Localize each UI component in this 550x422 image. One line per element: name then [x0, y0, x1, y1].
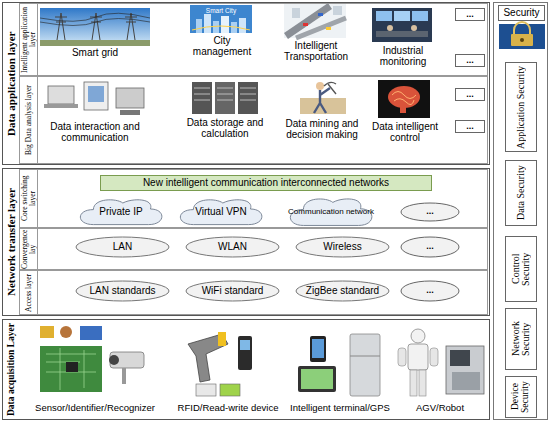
node-text: LAN — [75, 236, 170, 258]
vertical-label: Data acquisition Layer — [3, 320, 21, 419]
vertical-label: Network Security — [506, 309, 536, 369]
network-ellipse: WLAN — [185, 236, 280, 258]
lock-icon-part — [511, 34, 533, 46]
more-box: ... — [455, 88, 485, 101]
lock-icon-part — [514, 22, 530, 34]
security-column-frame — [494, 3, 548, 420]
network-cloud: Private IP — [75, 197, 167, 227]
network-cloud: Communication network — [285, 196, 377, 228]
ellipse-shape — [401, 237, 459, 257]
node-text: ... — [456, 55, 484, 66]
network-ellipse: WiFi standard — [185, 280, 280, 302]
ellipse-shape — [296, 281, 389, 301]
vertical-label: Device Security — [506, 377, 536, 417]
vertical-label: Data Security — [506, 161, 536, 225]
sublayer-band: LAN WLAN Wireless... Convergence lay — [19, 228, 488, 270]
more-box: ... — [455, 120, 485, 133]
node-text: LAN standards — [75, 280, 170, 302]
security-box: Control Security — [505, 236, 537, 302]
node-text: Wireless — [295, 236, 390, 258]
node-text: ... — [456, 9, 484, 20]
sublayer-band: New intelligent communication interconne… — [19, 169, 488, 228]
more-box: ... — [400, 202, 460, 222]
lock-icon — [499, 22, 545, 49]
security-box: Network Security — [505, 308, 537, 370]
sublayer-band: ...... Big Data analysis layer — [19, 76, 488, 164]
vertical-label: Network transfer layer — [3, 169, 21, 315]
node-text: ZigBee standard — [295, 280, 390, 302]
more-box: ... — [400, 280, 460, 302]
ellipse-shape — [401, 281, 459, 301]
node-text: Communication network — [285, 196, 377, 228]
network-ellipse: LAN standards — [75, 280, 170, 302]
ellipse-shape — [76, 281, 169, 301]
network-ellipse: ZigBee standard — [295, 280, 390, 302]
node-text: Security — [499, 6, 544, 20]
vertical-label: Application Security — [506, 63, 536, 151]
node-text: Private IP — [75, 197, 167, 227]
vertical-label: Intelligent application layer — [20, 4, 38, 75]
vertical-label: Control Security — [506, 237, 536, 301]
more-box: ... — [455, 54, 485, 67]
node-text: ... — [400, 202, 460, 222]
vertical-label: Data application layer — [3, 3, 21, 164]
node-text: ... — [456, 121, 484, 132]
node-text: ... — [456, 89, 484, 100]
vertical-label: Convergence lay — [20, 229, 38, 269]
node-text: WiFi standard — [185, 280, 280, 302]
node-text: New intelligent communication interconne… — [101, 176, 431, 190]
network-banner: New intelligent communication interconne… — [100, 175, 432, 191]
layer-band: Data acquisition Layer — [2, 319, 490, 420]
network-cloud: Virtual VPN — [175, 197, 267, 227]
ellipse-shape — [296, 237, 389, 257]
ellipse-shape — [186, 281, 279, 301]
network-ellipse: Wireless — [295, 236, 390, 258]
network-ellipse: LAN — [75, 236, 170, 258]
more-box: ... — [400, 236, 460, 258]
lock-icon-part — [520, 38, 524, 42]
ellipse-shape — [76, 237, 169, 257]
sublayer-band: ...... Intelligent application layer — [19, 3, 488, 76]
security-box: Data Security — [505, 160, 537, 226]
node-text: Virtual VPN — [175, 197, 267, 227]
security-header: Security — [498, 5, 545, 21]
layer-band: New intelligent communication interconne… — [2, 168, 490, 316]
security-box: Device Security — [505, 376, 537, 418]
node-text: ... — [400, 280, 460, 302]
vertical-label: Access layer — [20, 271, 38, 314]
ellipse-shape — [401, 203, 459, 221]
more-box: ... — [455, 8, 485, 21]
node-text: ... — [400, 236, 460, 258]
ellipse-shape — [186, 237, 279, 257]
node-text: WLAN — [185, 236, 280, 258]
vertical-label: Core switching layer — [20, 170, 38, 227]
vertical-label: Big Data analysis layer — [20, 77, 38, 163]
layer-band: ...... Intelligent application layer.....… — [2, 2, 490, 165]
security-box: Application Security — [505, 62, 537, 152]
lock-icon-part — [499, 24, 545, 49]
sublayer-band: LAN standards WiFi standard ZigBee standar… — [19, 270, 488, 315]
